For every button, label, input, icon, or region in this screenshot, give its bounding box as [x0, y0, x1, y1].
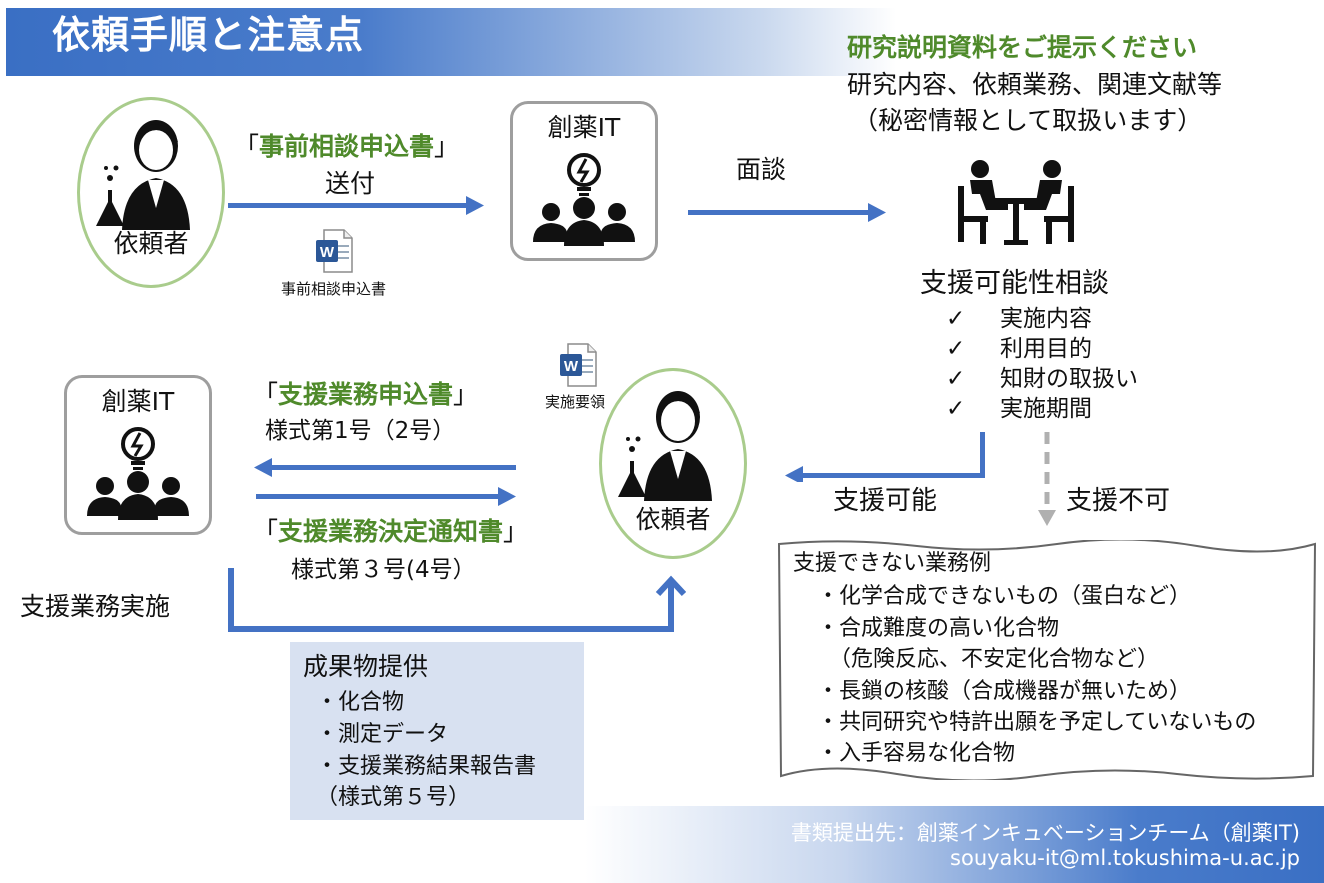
not-supported-line: ・共同研究や特許出願を予定していないもの [817, 710, 1257, 735]
step1-doc-caption: 事前相談申込書 [281, 280, 387, 298]
requester-circle-top: 依頼者 [77, 97, 225, 288]
arrow-support-impossible [1038, 432, 1056, 526]
footer-email[interactable]: souyaku-it@ml.tokushima-u.ac.jp [950, 846, 1300, 870]
team-label: 創薬IT [101, 387, 175, 416]
notice-line: 「支援業務決定通知書」 [253, 517, 529, 546]
meeting-icon [958, 160, 1074, 245]
scientist-icon [96, 120, 190, 230]
deliverables-box: 成果物提供 ・化合物 ・測定データ ・支援業務結果報告書 （様式第５号） [290, 642, 584, 820]
not-supported-box: 支援できない業務例 ・化学合成できないもの（蛋白など） ・合成難度の高い化合物 … [777, 540, 1317, 780]
application-form: 様式第1号（2号） [265, 418, 456, 444]
requester-circle-bottom: 依頼者 [599, 368, 747, 559]
not-supported-line: ・長鎖の核酸（合成機器が無いため） [817, 679, 1192, 704]
deliverable-item: ・化合物 [316, 690, 405, 715]
svg-text:W: W [320, 244, 335, 261]
consult-checklist: ✓実施内容 ✓利用目的 ✓知財の取扱い ✓実施期間 [946, 306, 1138, 426]
team-box-bottom: 創薬IT [64, 375, 212, 535]
application-line: 「支援業務申込書」 [253, 380, 479, 409]
arrow-support-possible [785, 432, 985, 482]
team-idea-icon [87, 427, 189, 520]
title-bar [6, 8, 896, 76]
scientist-icon [618, 391, 712, 501]
requester-label: 依頼者 [635, 505, 711, 534]
not-supported-title: 支援できない業務例 [793, 551, 992, 576]
check-icon: ✓ [946, 366, 966, 392]
deliverables-title: 成果物提供 [303, 652, 429, 681]
svg-text:W: W [564, 358, 579, 375]
arrow-notice [256, 487, 516, 506]
not-supported-box-border [777, 540, 1317, 780]
checklist-item: ✓実施内容 [946, 306, 1092, 332]
team-label: 創薬IT [547, 113, 621, 142]
notice-form: 様式第３号(4号） [291, 557, 476, 583]
request-title: 研究説明資料をご提示ください [847, 33, 1198, 62]
request-body: 研究内容、依頼業務、関連文献等 [847, 70, 1223, 99]
page-title: 依頼手順と注意点 [52, 13, 365, 57]
word-document-icon[interactable]: W [559, 343, 597, 387]
not-supported-line: ・入手容易な化合物 [817, 741, 1016, 766]
step1-document-line: 「事前相談申込書」 [234, 132, 460, 161]
notice-name: 支援業務決定通知書 [278, 517, 504, 546]
guideline-doc-caption: 実施要領 [545, 393, 606, 411]
support-possible-label: 支援可能 [833, 486, 938, 516]
requester-label: 依頼者 [113, 229, 189, 258]
not-supported-line: （危険反応、不安定化合物など） [829, 647, 1160, 672]
deliverable-note: （様式第５号） [316, 785, 471, 810]
consult-title: 支援可能性相談 [920, 268, 1109, 299]
footer-bar [585, 806, 1324, 883]
step1-action: 送付 [325, 169, 376, 198]
arrow-to-team [228, 196, 484, 215]
team-idea-icon [533, 153, 635, 246]
execution-label: 支援業務実施 [20, 592, 171, 621]
arrow-to-meeting [688, 203, 886, 222]
check-icon: ✓ [946, 396, 966, 422]
application-name: 支援業務申込書 [278, 380, 454, 409]
checklist-item: ✓知財の取扱い [946, 366, 1138, 392]
check-icon: ✓ [946, 336, 966, 362]
checklist-item: ✓実施期間 [946, 396, 1092, 422]
not-supported-line: ・化学合成できないもの（蛋白など） [817, 584, 1192, 609]
step1-document-name: 事前相談申込書 [259, 132, 435, 161]
deliverable-item: ・支援業務結果報告書 [316, 754, 537, 779]
arrow-execution [228, 568, 686, 632]
footer-submission: 書類提出先：創薬インキュベーションチーム（創薬IT) [790, 821, 1300, 845]
check-icon: ✓ [946, 306, 966, 332]
arrow-application [254, 458, 516, 477]
request-note: （秘密情報として取扱います） [853, 106, 1203, 135]
deliverable-item: ・測定データ [316, 722, 449, 747]
checklist-item: ✓利用目的 [946, 336, 1092, 362]
word-document-icon[interactable]: W [315, 229, 353, 273]
meeting-label: 面談 [736, 155, 787, 184]
team-box-top: 創薬IT [510, 101, 658, 261]
support-impossible-label: 支援不可 [1066, 486, 1171, 516]
not-supported-line: ・合成難度の高い化合物 [817, 616, 1060, 641]
